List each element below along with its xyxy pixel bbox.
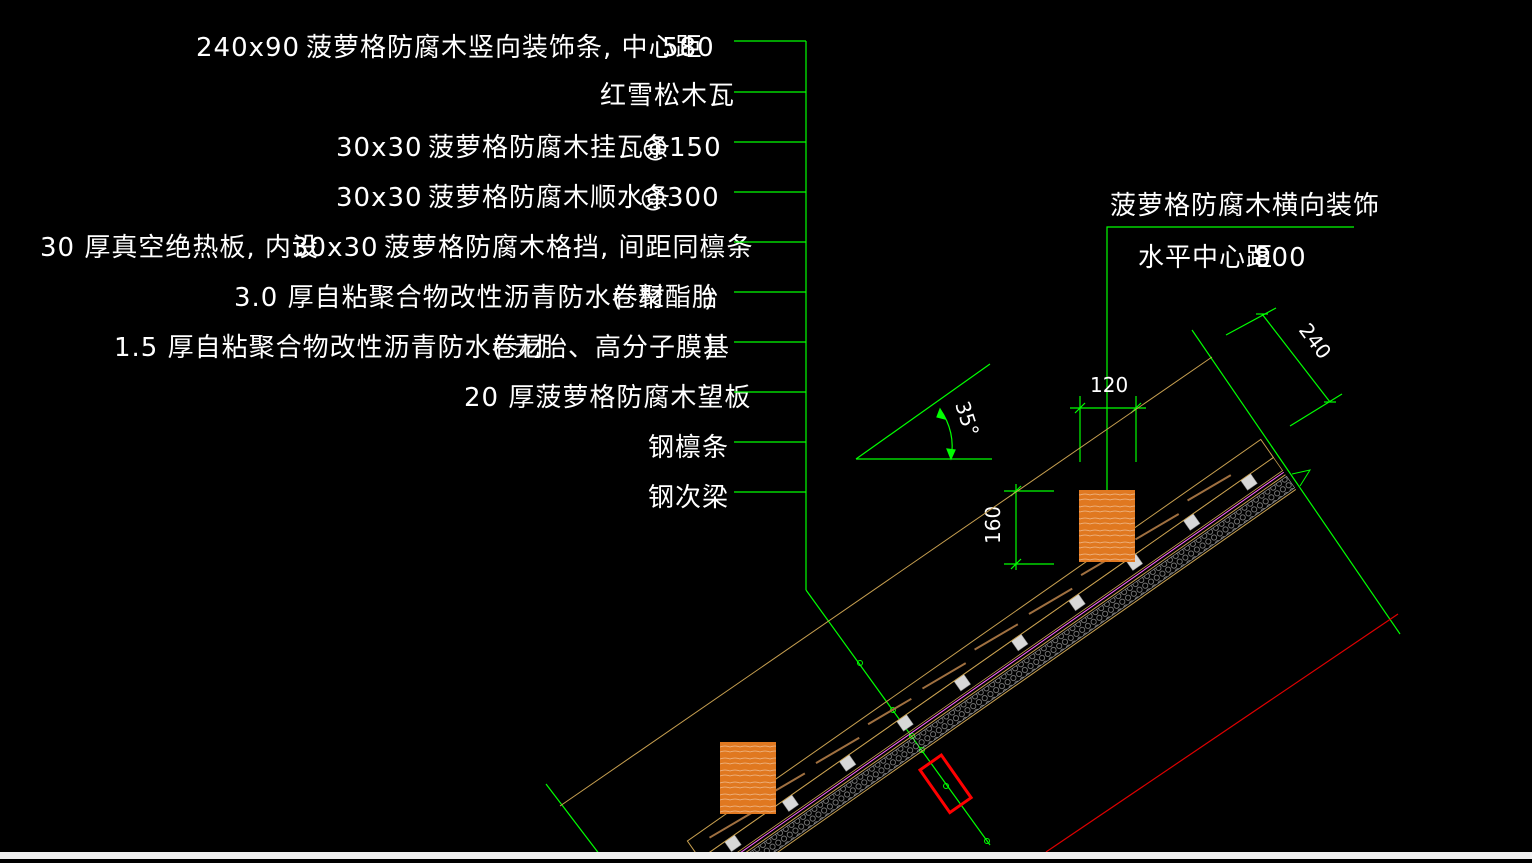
arc-arrow-bottom [946, 448, 956, 461]
ridge-arrow-tip [1291, 469, 1312, 487]
layer-labels: 240x90 菠萝格防腐木竖向装饰条, 中心距 580 红雪松木瓦 30x30 … [40, 33, 754, 513]
dimension-240 [1225, 307, 1343, 427]
horizontal-decoration-note: 菠萝格防腐木横向装饰 水平中心距 800 [1106, 191, 1380, 520]
label-8-desc: 20 厚菠萝格防腐木望板 [464, 383, 751, 413]
roof-layers [686, 438, 1297, 863]
label-4-desc: 菠萝格防腐木顺水条 [428, 183, 671, 213]
dimension-120 [1070, 396, 1146, 462]
leader-node [943, 783, 949, 789]
label-4-value: @300 [640, 183, 720, 213]
label-1-desc: 菠萝格防腐木竖向装饰条, 中心距 [306, 33, 703, 63]
membrane-line-1 [710, 471, 1285, 863]
board-line [722, 489, 1297, 863]
label-4-spec: 30x30 [336, 183, 423, 213]
battens [724, 473, 1258, 852]
dim-160-tick-bottom [1010, 558, 1022, 570]
note-line-2-value: 800 [1254, 243, 1307, 273]
dim-240-text: 240 [1294, 319, 1336, 364]
label-7-open: ( [492, 333, 503, 363]
label-7-value: 无胎、高分子膜基 [514, 333, 730, 363]
roof-outline-green [545, 329, 1401, 856]
leader-node [984, 838, 990, 844]
slope-indicator [855, 363, 992, 461]
note-leader [1106, 226, 1354, 520]
label-6-value: 聚酯胎 [638, 283, 719, 313]
dim-160-text: 160 [981, 506, 1005, 544]
steel-purlin-highlight [917, 752, 974, 815]
label-3-desc: 菠萝格防腐木挂瓦条 [428, 133, 671, 163]
label-7-close: ) [704, 333, 715, 363]
timber-block-upper [1079, 490, 1135, 562]
bottom-strip [0, 852, 1532, 859]
dim-240-line [1261, 313, 1331, 403]
dim-120-text: 120 [1090, 373, 1128, 397]
label-5-spec: 30x30 [292, 233, 379, 263]
dim-240-ext-bottom [1289, 393, 1343, 427]
label-6-close: ) [704, 283, 715, 313]
label-1-value: 580 [662, 33, 715, 63]
insulation-band [712, 475, 1296, 863]
label-9-desc: 钢檩条 [648, 433, 729, 463]
steel-beam-boundary [1045, 613, 1399, 853]
label-6-desc: 3.0 厚自粘聚合物改性沥青防水卷材 [234, 283, 666, 313]
note-line-2-label: 水平中心距 [1138, 243, 1273, 273]
slope-hypotenuse [855, 363, 991, 460]
arc-arrow-top [936, 407, 947, 420]
label-6-open: ( [612, 283, 623, 313]
label-2-desc: 红雪松木瓦 [600, 81, 735, 111]
membrane-line-2 [711, 474, 1286, 863]
dimension-160 [1004, 484, 1054, 570]
note-line-1: 菠萝格防腐木横向装饰 [1110, 191, 1380, 221]
label-1-spec: 240x90 [196, 33, 300, 63]
label-7-desc: 1.5 厚自粘聚合物改性沥青防水卷材 [114, 333, 546, 363]
ridge-edge-right [1191, 329, 1401, 635]
batten-band [699, 456, 1284, 863]
eave-edge-left [545, 783, 601, 856]
slope-angle-text: 35° [950, 398, 984, 439]
decorative-strip-top-line [559, 356, 1213, 807]
label-10-desc: 钢次梁 [648, 483, 729, 513]
label-3-spec: 30x30 [336, 133, 423, 163]
leader-lines [734, 40, 991, 846]
label-5-desc: 菠萝格防腐木格挡, 间距同檩条 [384, 233, 754, 263]
label-5-left: 30 厚真空绝热板, 内设 [40, 233, 319, 263]
dim-120-tick-left [1074, 402, 1086, 414]
leader-diagonal [805, 589, 991, 846]
dim-240-ext-top [1225, 307, 1277, 336]
leader-node [857, 660, 863, 666]
shingle-strokes [708, 474, 1232, 839]
label-3-value: @150 [642, 133, 722, 163]
timber-block-lower [720, 742, 776, 814]
